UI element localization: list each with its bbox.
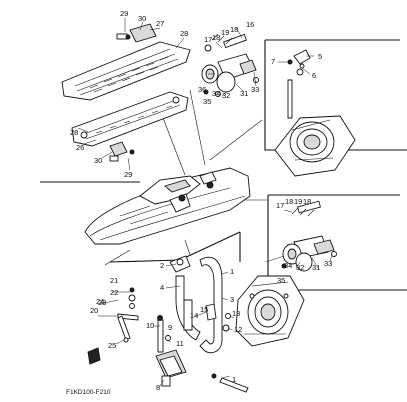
callout-20: 20 [90, 306, 98, 315]
callout-10: 10 [146, 321, 154, 330]
callout-33: 33 [324, 259, 332, 268]
callout-18: 18 [303, 197, 311, 206]
callout-26: 26 [76, 143, 84, 152]
callout-28: 28 [180, 29, 188, 38]
bracket-27 [116, 23, 157, 43]
callout-19: 19 [221, 28, 229, 37]
callout-30: 30 [94, 156, 102, 165]
callout-6: 6 [312, 71, 316, 80]
leader-lines [77, 18, 333, 387]
callout-27: 27 [156, 19, 164, 28]
callout-24: 24 [96, 297, 104, 306]
cooling-hoses [155, 255, 249, 393]
callout-14: 14 [190, 311, 198, 320]
callout-numbers: 29 30 27 28 28 26 30 29 16 17 18 19 18 3… [70, 9, 332, 392]
callout-12: 12 [234, 325, 242, 334]
jet-pump-lower [235, 275, 305, 347]
callout-18: 18 [285, 197, 293, 206]
diagram-code: F1KD100-F210 [66, 389, 111, 396]
callout-2: 2 [160, 261, 164, 270]
watercraft-hull [84, 167, 251, 245]
jet-pump-upper [274, 49, 356, 177]
callout-1: 1 [230, 267, 234, 276]
callout-23: 23 [98, 298, 106, 307]
callout-29: 29 [120, 9, 128, 18]
callout-16: 16 [246, 20, 254, 29]
callout-35: 35 [203, 97, 211, 106]
callout-17: 17 [204, 35, 212, 44]
callout-31: 31 [240, 89, 248, 98]
callout-34: 34 [284, 261, 292, 270]
callout-35: 35 [277, 276, 285, 285]
callout-22: 22 [110, 288, 118, 297]
callout-11: 11 [176, 339, 184, 348]
callout-31: 31 [312, 263, 320, 272]
grille-lower [71, 91, 189, 147]
callout-18: 18 [230, 25, 238, 34]
callout-5: 5 [318, 52, 322, 61]
vent-assembly-upper [201, 33, 259, 97]
bracket-parts-lower-left [87, 287, 139, 365]
callout-21: 21 [110, 276, 118, 285]
callout-4: 4 [160, 283, 164, 292]
callout-19: 19 [294, 197, 302, 206]
callout-8: 8 [156, 383, 160, 392]
callout-9: 9 [168, 323, 172, 332]
callout-28: 28 [70, 128, 78, 137]
callout-32: 32 [222, 91, 230, 100]
callout-13: 13 [232, 309, 240, 318]
callout-29: 29 [124, 170, 132, 179]
callout-3: 3 [230, 295, 234, 304]
callout-17: 17 [276, 201, 284, 210]
callout-18: 18 [212, 33, 220, 42]
callout-15: 15 [200, 305, 208, 314]
callout-7: 7 [271, 57, 275, 66]
bracket-29-30 [109, 141, 135, 162]
callout-33: 33 [251, 85, 259, 94]
callout-30: 30 [138, 14, 146, 23]
callout-36: 36 [198, 85, 206, 94]
vent-assembly-lower [281, 200, 337, 272]
callout-32: 32 [296, 263, 304, 272]
callout-34: 34 [212, 89, 220, 98]
callout-25: 25 [108, 341, 116, 350]
callout-1: 1 [232, 375, 236, 384]
grille-upper [61, 41, 191, 101]
